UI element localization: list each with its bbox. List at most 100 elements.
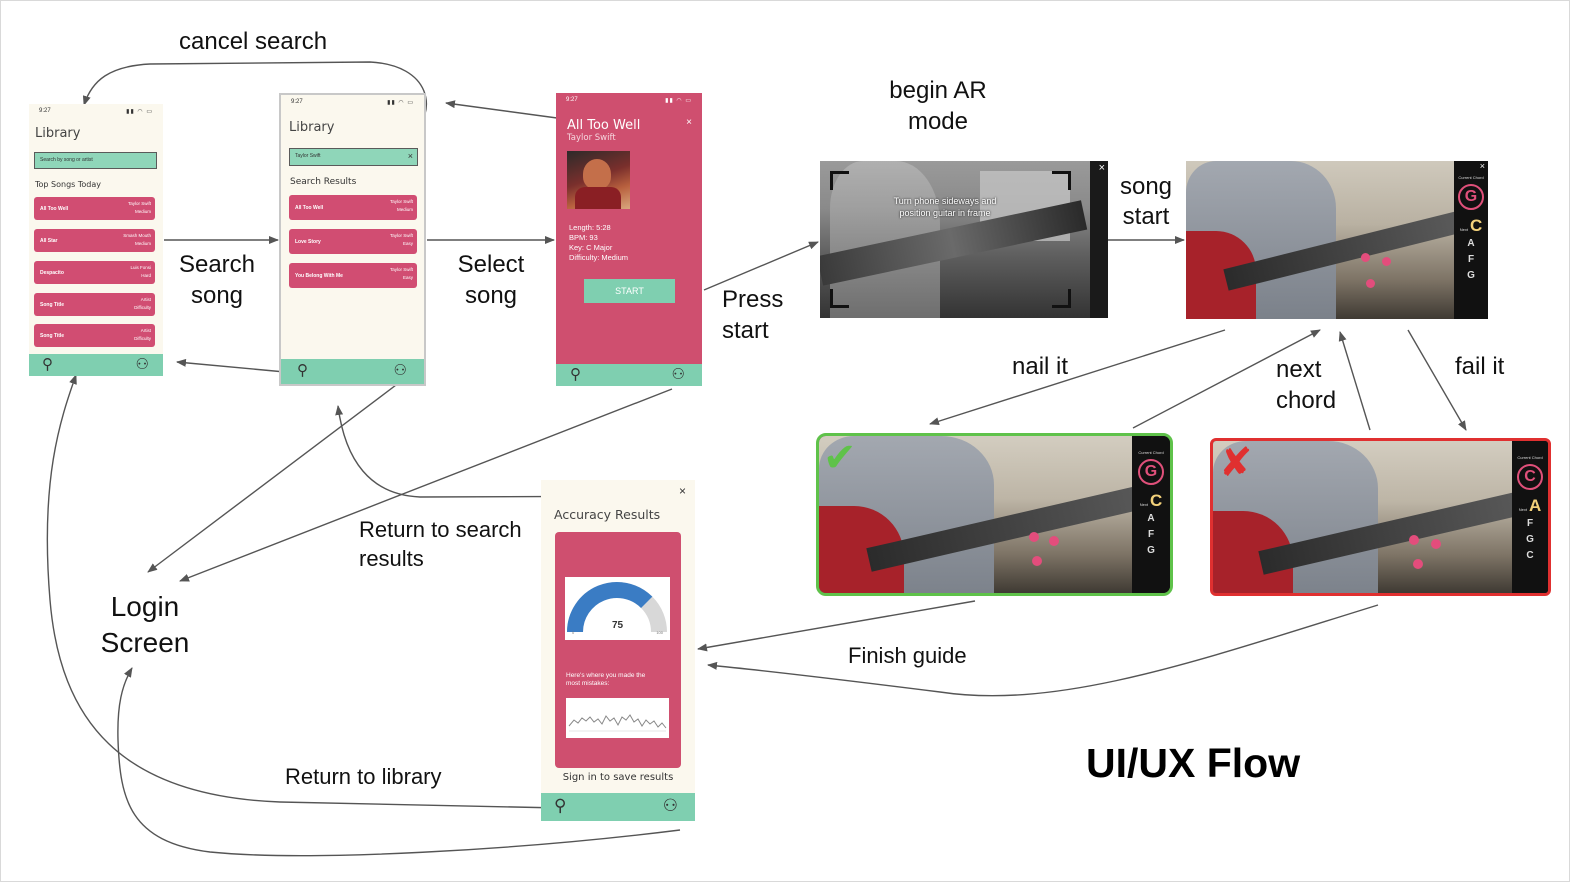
profile-icon[interactable]: ⚇ <box>671 366 685 383</box>
label-cancel-search: cancel search <box>179 28 328 55</box>
next-chord: A <box>1528 496 1542 515</box>
cross-icon: ✘ <box>1219 441 1253 485</box>
diagram-title: UI/UX Flow <box>1086 740 1301 786</box>
start-button[interactable]: START <box>584 279 675 303</box>
search-icon[interactable]: ⚲ <box>297 362 308 379</box>
search-icon[interactable]: ⚲ <box>554 796 567 815</box>
gauge-min: 0 <box>572 630 575 635</box>
current-chord: G <box>1138 459 1164 485</box>
upcoming-chord: A <box>1147 513 1155 524</box>
results-screen: × Accuracy Results 75 0 100 Here's where… <box>541 480 695 821</box>
tab-bar: ⚲ ⚇ <box>556 364 702 386</box>
tab-bar: ⚲ ⚇ <box>29 354 163 376</box>
mistakes-caption: Here's where you made the most mistakes: <box>566 672 646 687</box>
search-icon[interactable]: ⚲ <box>570 366 581 383</box>
camera-feed <box>820 161 1090 318</box>
upcoming-chord: F <box>1467 254 1475 265</box>
label-search-song-2: song <box>190 282 244 309</box>
current-chord: C <box>1517 464 1543 490</box>
label-begin-ar-2: mode <box>907 108 969 135</box>
profile-icon[interactable]: ⚇ <box>135 356 149 373</box>
search-input[interactable]: Taylor Swift × <box>289 148 418 166</box>
arrow-back-to-search <box>445 100 558 119</box>
close-icon[interactable]: × <box>1479 161 1485 171</box>
song-details: Length: 5:28 BPM: 93 Key: C Major Diffic… <box>569 223 629 262</box>
arrow-nail-it <box>929 329 1226 426</box>
library-search-input[interactable]: Search by song or artist <box>34 152 157 169</box>
profile-icon[interactable]: ⚇ <box>393 362 407 379</box>
next-chord: C <box>1149 491 1163 510</box>
arrow-fail-retry <box>1338 331 1371 431</box>
song-artist: Taylor Swift <box>567 133 616 143</box>
frame-corner <box>830 171 849 190</box>
camera-feed <box>819 436 1155 593</box>
top-songs-heading: Top Songs Today <box>35 180 102 189</box>
label-press-start-2: start <box>722 317 769 344</box>
close-icon[interactable]: × <box>686 117 692 128</box>
tab-bar: ⚲ ⚇ <box>541 793 695 821</box>
current-chord: G <box>1458 184 1484 210</box>
results-card: 75 0 100 Here's where you made the most … <box>555 532 681 768</box>
album-art <box>567 151 630 209</box>
search-results-heading: Search Results <box>290 177 357 187</box>
label-finish-guide: Finish guide <box>848 643 967 668</box>
close-icon[interactable]: × <box>678 484 686 498</box>
upcoming-chord: G <box>1526 534 1534 545</box>
song-title: All Too Well <box>567 118 641 133</box>
arrow-search-to-library <box>176 358 286 373</box>
label-nail-it: nail it <box>1012 353 1069 380</box>
search-icon[interactable]: ⚲ <box>42 356 53 373</box>
camera-feed <box>1186 161 1462 319</box>
frame-corner <box>830 289 849 308</box>
gauge-svg <box>567 582 667 633</box>
label-next-chord-1: next <box>1276 356 1322 383</box>
label-login-2: Screen <box>100 627 190 658</box>
accuracy-score: 75 <box>611 620 624 631</box>
next-chord: C <box>1469 216 1483 235</box>
arrow-song-login <box>179 388 673 582</box>
camera-feed <box>1213 441 1532 593</box>
label-begin-ar-1: begin AR <box>889 77 987 104</box>
arrow-finish-from-fail <box>707 604 1379 697</box>
clear-search-icon[interactable]: × <box>407 151 413 161</box>
upcoming-chord: C <box>1526 550 1534 561</box>
gauge-max: 100 <box>656 630 663 635</box>
signin-prompt[interactable]: Sign in to save results <box>562 772 674 783</box>
upcoming-chord: F <box>1526 518 1534 529</box>
label-song-start-2: start <box>1122 203 1170 230</box>
arrow-finish-from-nail <box>697 600 976 652</box>
close-icon[interactable]: × <box>1098 162 1105 174</box>
tab-bar: ⚲ ⚇ <box>281 359 424 384</box>
profile-icon[interactable]: ⚇ <box>662 796 678 815</box>
arrow-press-start <box>703 241 819 291</box>
label-return-library: Return to library <box>285 764 442 789</box>
song-detail-screen: 9:27 ▮▮ ◠ ▭ All Too Well Taylor Swift × … <box>556 93 702 386</box>
label-return-search-1: Return to search <box>359 517 522 542</box>
status-bar: 9:27 ▮▮ ◠ ▭ <box>291 99 414 106</box>
label-next-chord-2: chord <box>1276 387 1337 414</box>
status-bar: 9:27 ▮▮ ◠ ▭ <box>39 108 153 115</box>
arrow-results-login <box>117 667 681 857</box>
search-results-screen: 9:27 ▮▮ ◠ ▭ Library Taylor Swift × Searc… <box>279 93 426 386</box>
